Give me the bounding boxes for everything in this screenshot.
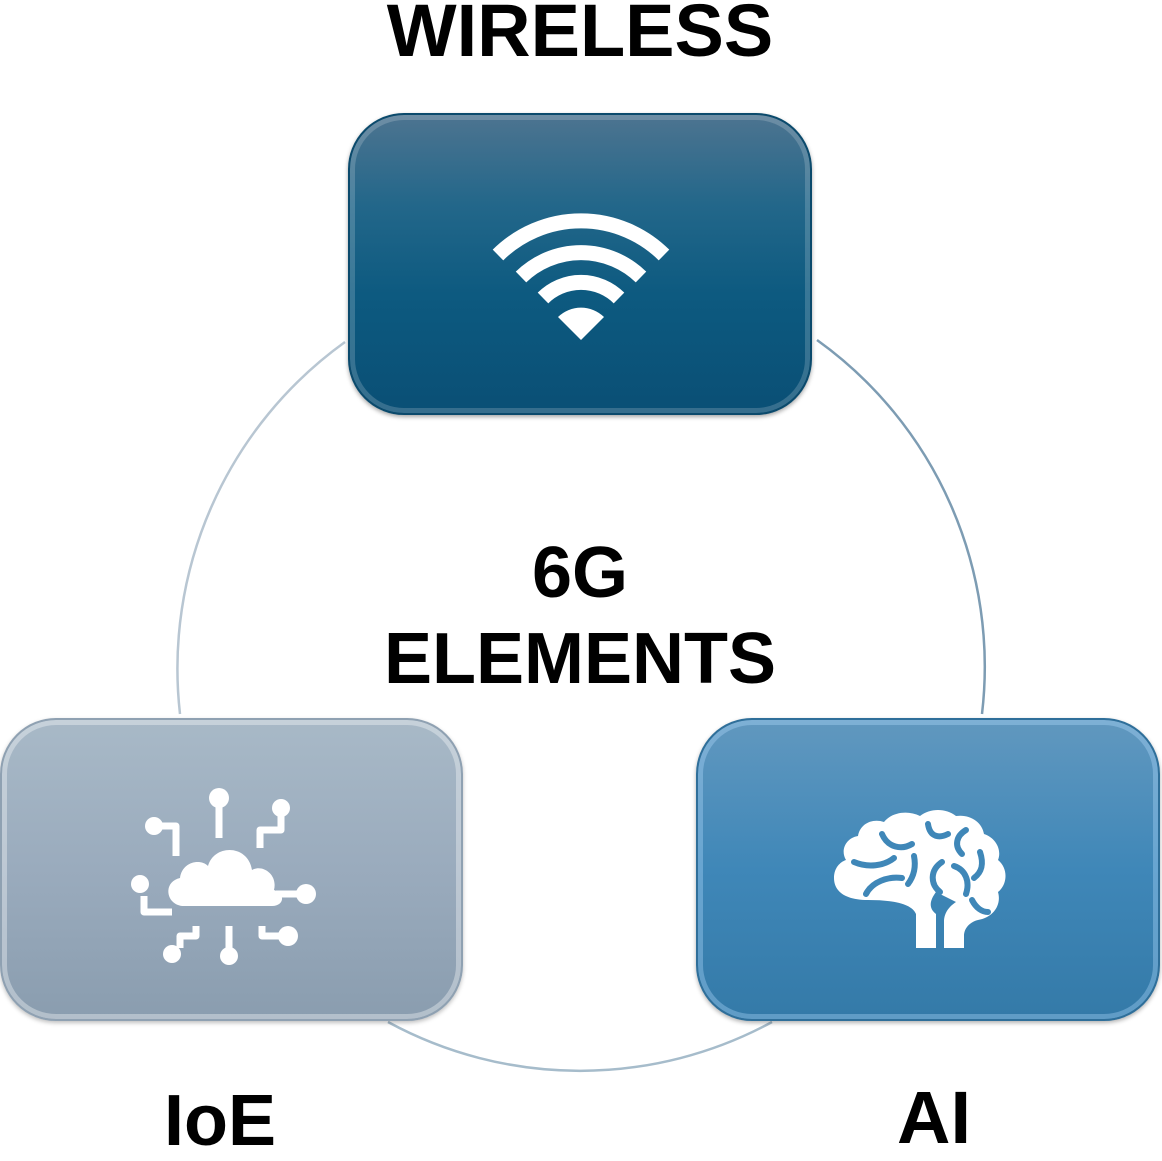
ai-title: AI [897,1076,971,1159]
ioe-title: IoE [163,1081,276,1161]
wireless-title: WIRELESS [386,0,774,72]
ioe-node [0,718,463,1021]
ring-arc-left [176,340,346,715]
ai-node [696,718,1160,1021]
center-title-line1: 6G [531,533,629,613]
ring-arc-bottom [387,1020,773,1073]
brain-icon [834,810,1006,948]
ring-arc-right [816,338,987,715]
center-title: 6G ELEMENTS [330,530,830,702]
cloud-network-icon [131,788,316,965]
center-title-line2: ELEMENTS [383,619,777,699]
wireless-node [348,113,812,415]
wifi-icon [492,213,670,340]
